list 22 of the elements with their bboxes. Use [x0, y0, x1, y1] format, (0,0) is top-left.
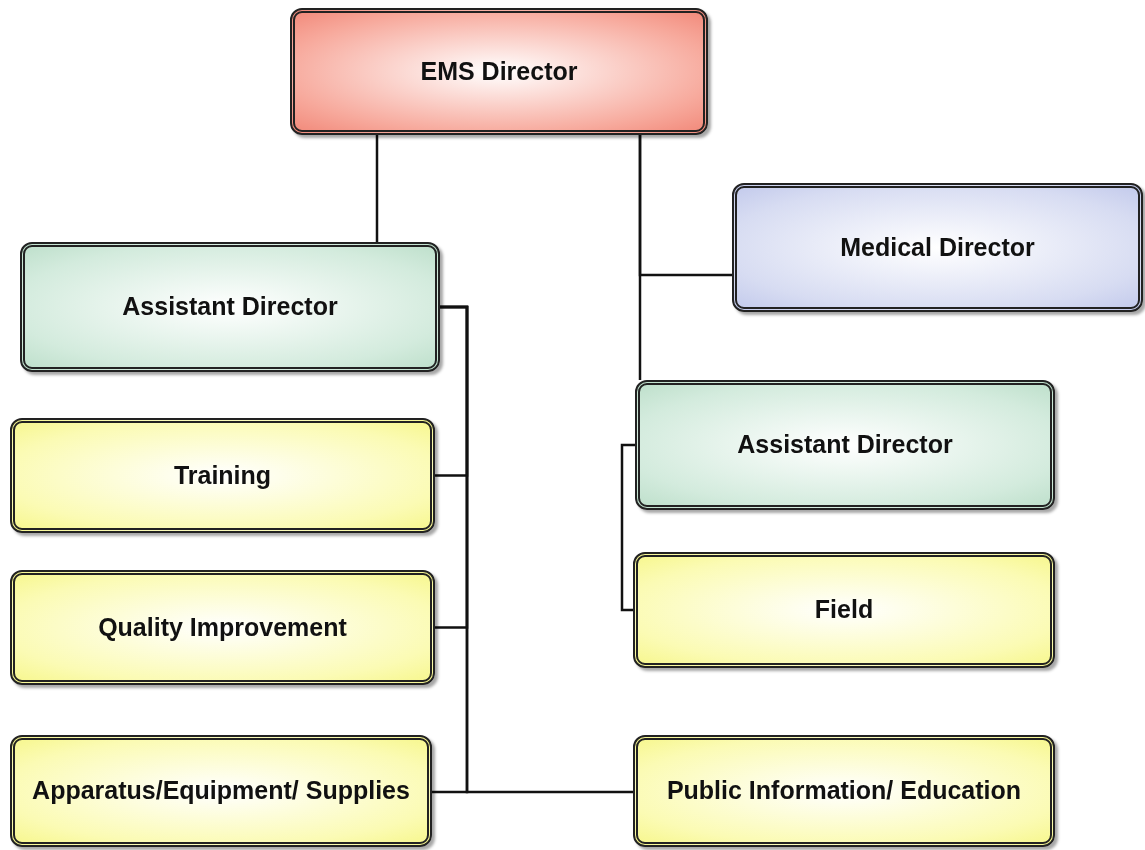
org-box: [10, 570, 435, 685]
role-label: Assistant Director: [122, 291, 338, 323]
org-box: [290, 8, 708, 135]
connector-line: [375, 135, 379, 242]
role-label: Apparatus/Equipment/ Supplies: [32, 775, 410, 807]
role-label: Training: [173, 459, 272, 491]
org-box: [633, 735, 1055, 847]
org-box: [732, 183, 1143, 312]
connector-line: [638, 135, 642, 380]
org-box: [633, 552, 1055, 668]
org-box: [10, 735, 432, 847]
role-label: Quality Improvement: [98, 611, 347, 643]
org-box: [10, 418, 435, 533]
connector-line: [620, 443, 635, 612]
role-label: Field: [814, 594, 874, 626]
role-label: Medical Director: [840, 231, 1035, 263]
connector-line: [440, 305, 633, 794]
role-label: Public Information/ Education: [666, 775, 1022, 807]
org-box: [635, 380, 1055, 510]
role-label: Assistant Director: [737, 429, 953, 461]
role-label: EMS Director: [420, 55, 578, 87]
org-box: [20, 242, 440, 372]
